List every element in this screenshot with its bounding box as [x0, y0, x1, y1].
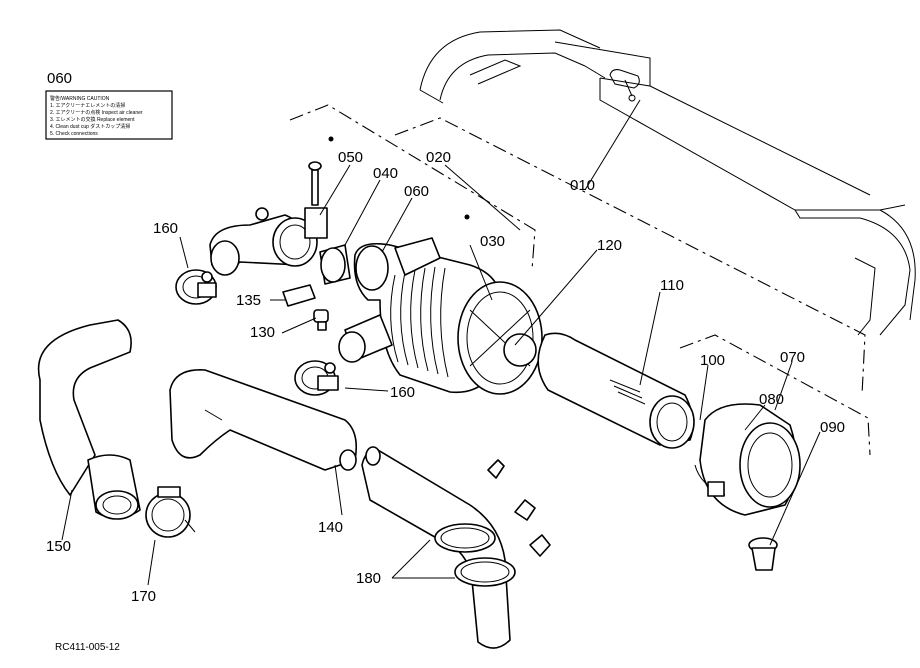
callout-135: 135	[236, 292, 261, 309]
callout-070: 070	[780, 349, 805, 366]
part-170-hose-clamp	[145, 486, 196, 538]
callout-020: 020	[426, 149, 451, 166]
callout-030: 030	[480, 233, 505, 250]
caution-line: 1. エアクリーナエレメントの清掃	[50, 102, 125, 109]
callout-labels: 010 020 030 040 050 060 070 080 090 100 …	[46, 149, 845, 605]
part-160-clamp-upper	[175, 269, 217, 305]
callout-060: 060	[404, 183, 429, 200]
callout-080: 080	[759, 391, 784, 408]
part-150-elbow-hose	[37, 319, 141, 520]
caution-label: 060 警告/WARNING CAUTION 1. エアクリーナエレメントの清掃…	[45, 70, 173, 140]
callout-170: 170	[131, 588, 156, 605]
callout-160-upper: 160	[153, 220, 178, 237]
caution-line: 5. Check connections	[50, 131, 98, 137]
part-100-clamp-band	[694, 464, 726, 497]
callout-040: 040	[373, 165, 398, 182]
caution-line: 2. エアクリーナの点検 Inspect air cleaner	[50, 109, 143, 116]
part-130-bolt	[313, 309, 329, 331]
part-180-pipe-with-clamps	[361, 446, 551, 649]
part-110-filter-element	[537, 332, 695, 449]
callout-150: 150	[46, 538, 71, 555]
drawing-code: RC411-005-12	[55, 642, 120, 653]
caution-line: 警告/WARNING CAUTION	[50, 95, 110, 102]
part-040-sleeve	[319, 244, 351, 285]
caution-label-number: 060	[47, 70, 72, 87]
part-120-cleaner-cover	[457, 281, 543, 395]
part-160-clamp-lower	[294, 360, 339, 396]
callout-180: 180	[356, 570, 381, 587]
callout-010: 010	[570, 177, 595, 194]
callout-140: 140	[318, 519, 343, 536]
caution-line: 3. エレメントの交換 Replace element	[50, 116, 135, 123]
callout-160-lower: 160	[390, 384, 415, 401]
callout-090: 090	[820, 419, 845, 436]
callout-130: 130	[250, 324, 275, 341]
callout-100: 100	[700, 352, 725, 369]
part-050-inlet-elbow	[209, 161, 328, 276]
assembly-dashed-lines	[289, 104, 871, 456]
leader-lines	[61, 99, 821, 586]
callout-050: 050	[338, 149, 363, 166]
part-090-evacuator-valve	[748, 537, 778, 571]
frame-outline	[419, 29, 916, 336]
part-140-intake-pipe	[169, 369, 358, 471]
part-135-bracket	[282, 284, 316, 307]
callout-110: 110	[660, 277, 684, 294]
callout-120: 120	[597, 237, 622, 254]
caution-line: 4. Clean dust cup ダストカップ清掃	[50, 123, 130, 130]
part-070-dust-cup	[699, 403, 801, 516]
